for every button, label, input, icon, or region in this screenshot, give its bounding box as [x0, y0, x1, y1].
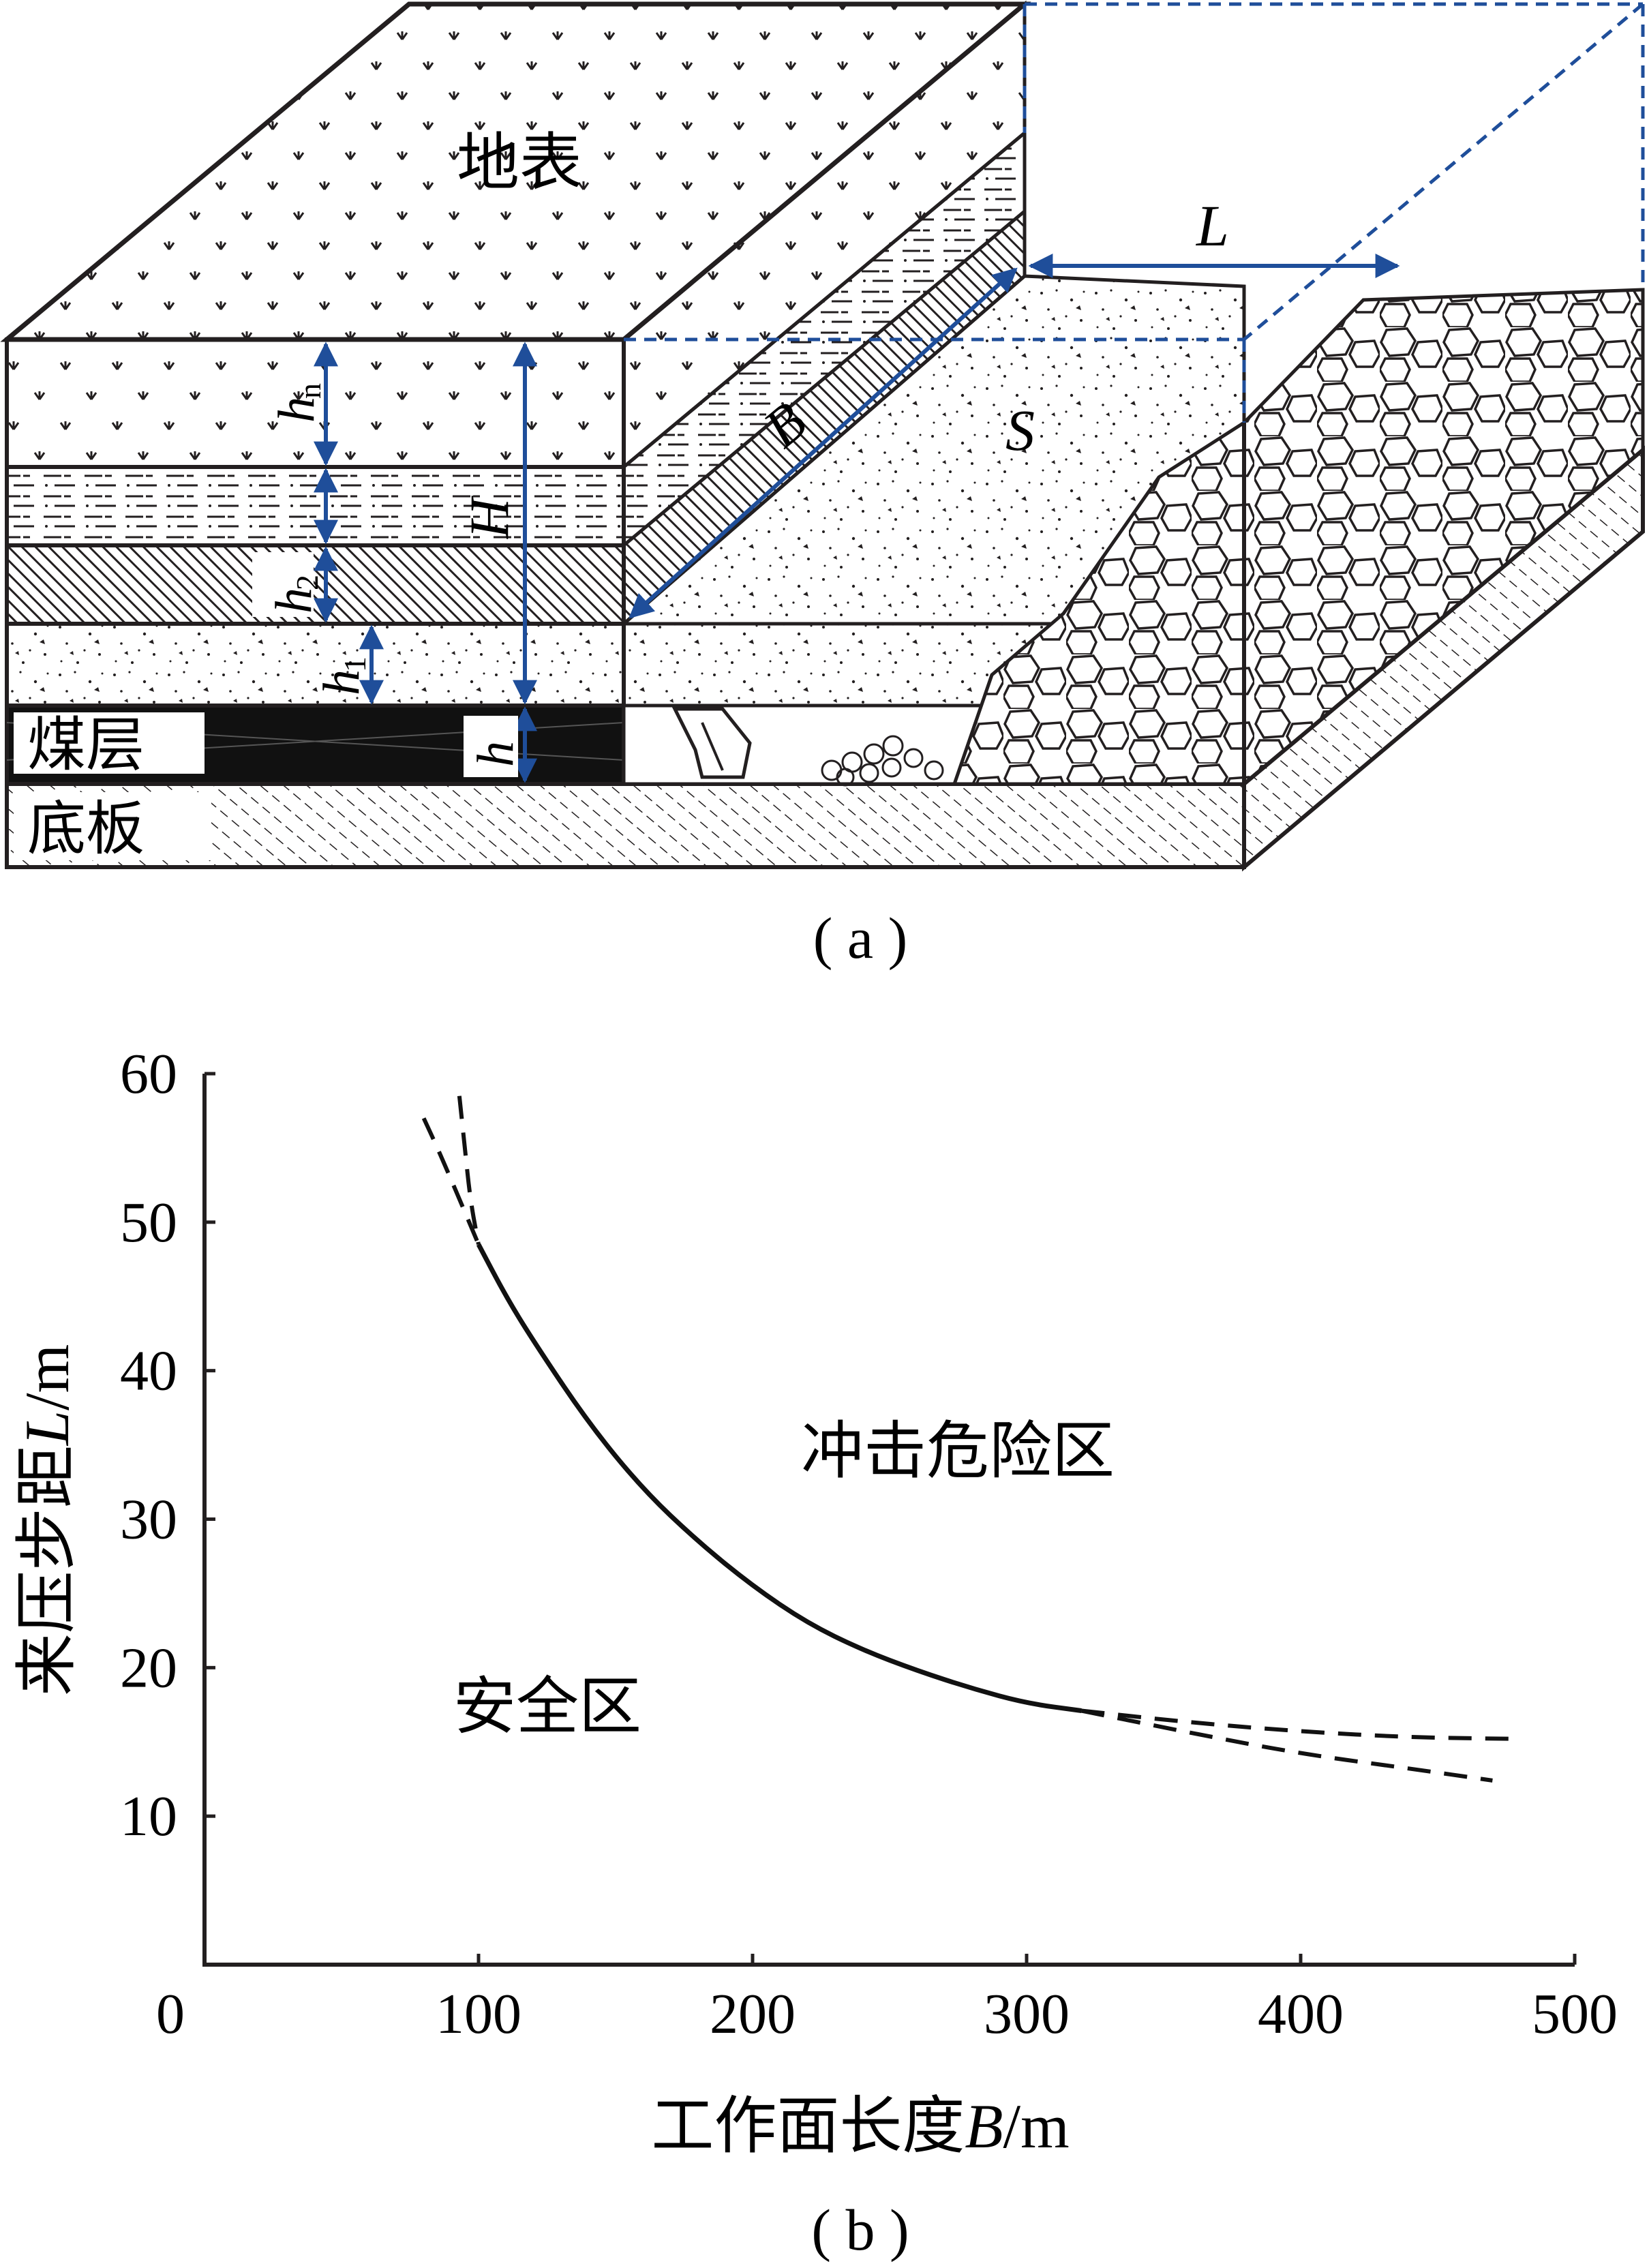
x-tick-label: 300 [984, 1982, 1070, 2046]
label-floor: 底板 [27, 795, 145, 863]
label-surface: 地表 [457, 126, 582, 199]
y-tick-label: 60 [120, 1042, 177, 1106]
label-hn: h n [268, 383, 327, 423]
region-label-danger: 冲击危险区 [801, 1415, 1115, 1487]
svg-text:2: 2 [290, 575, 324, 590]
svg-text:来压步距L/m: 来压步距L/m [10, 1344, 83, 1696]
y-tick-label: 40 [120, 1340, 177, 1403]
dimension-lines [314, 254, 1400, 783]
panel-a-block-diagram: 地表 煤层 底板 h n h 2 h 1 H h B L S ( a ) [0, 0, 1645, 971]
floor-layer [5, 782, 1246, 869]
label-h1: h 1 [313, 656, 372, 695]
caption-b: ( b ) [811, 2197, 909, 2263]
boundary-curve-solid [476, 1243, 1083, 1713]
region-label-safe: 安全区 [453, 1670, 641, 1743]
y-tick-label: 30 [120, 1488, 177, 1552]
label-h: h [467, 741, 524, 767]
svg-text:工作面长度B/m: 工作面长度B/m [651, 2089, 1069, 2162]
svg-text:1: 1 [337, 656, 372, 672]
x-tick-label: 100 [436, 1982, 521, 2046]
svg-text:h: h [268, 397, 325, 423]
label-L: L [1195, 193, 1229, 258]
svg-text:h: h [265, 588, 322, 614]
y-tick-label: 10 [120, 1785, 177, 1848]
svg-text:h: h [313, 669, 370, 695]
label-S: S [1005, 397, 1035, 463]
label-H: H [458, 496, 520, 539]
hydraulic-support-icon [671, 707, 752, 779]
label-h2: h 2 [265, 575, 324, 614]
layer-dash [5, 465, 626, 547]
y-axis-label: 来压步距L/m [10, 1344, 83, 1696]
y-tick-label: 20 [120, 1636, 177, 1699]
svg-text:n: n [292, 383, 327, 399]
boundary-curve-dashed [1080, 1708, 1494, 1783]
caption-a: ( a ) [813, 905, 907, 971]
y-tick-label: 50 [120, 1191, 177, 1254]
boundary-curve-dashed [421, 1117, 481, 1245]
dim-B [629, 267, 1018, 619]
x-tick-label: 200 [710, 1982, 796, 2046]
rubble-pile [821, 735, 944, 787]
x-axis-label: 工作面长度B/m [651, 2089, 1069, 2162]
x-tick-label: 400 [1258, 1982, 1344, 2046]
boundary-curve-dashed [457, 1095, 481, 1245]
boundary-curve-dashed [1081, 1708, 1521, 1741]
x-tick-label: 0 [156, 1982, 185, 2046]
label-coal-seam: 煤层 [27, 711, 145, 779]
panel-b-chart: 0 100 200 300 400 500 10 20 30 40 50 60 冲击危险区 安全区 工… [10, 1042, 1618, 2263]
x-tick-label: 500 [1532, 1982, 1618, 2046]
